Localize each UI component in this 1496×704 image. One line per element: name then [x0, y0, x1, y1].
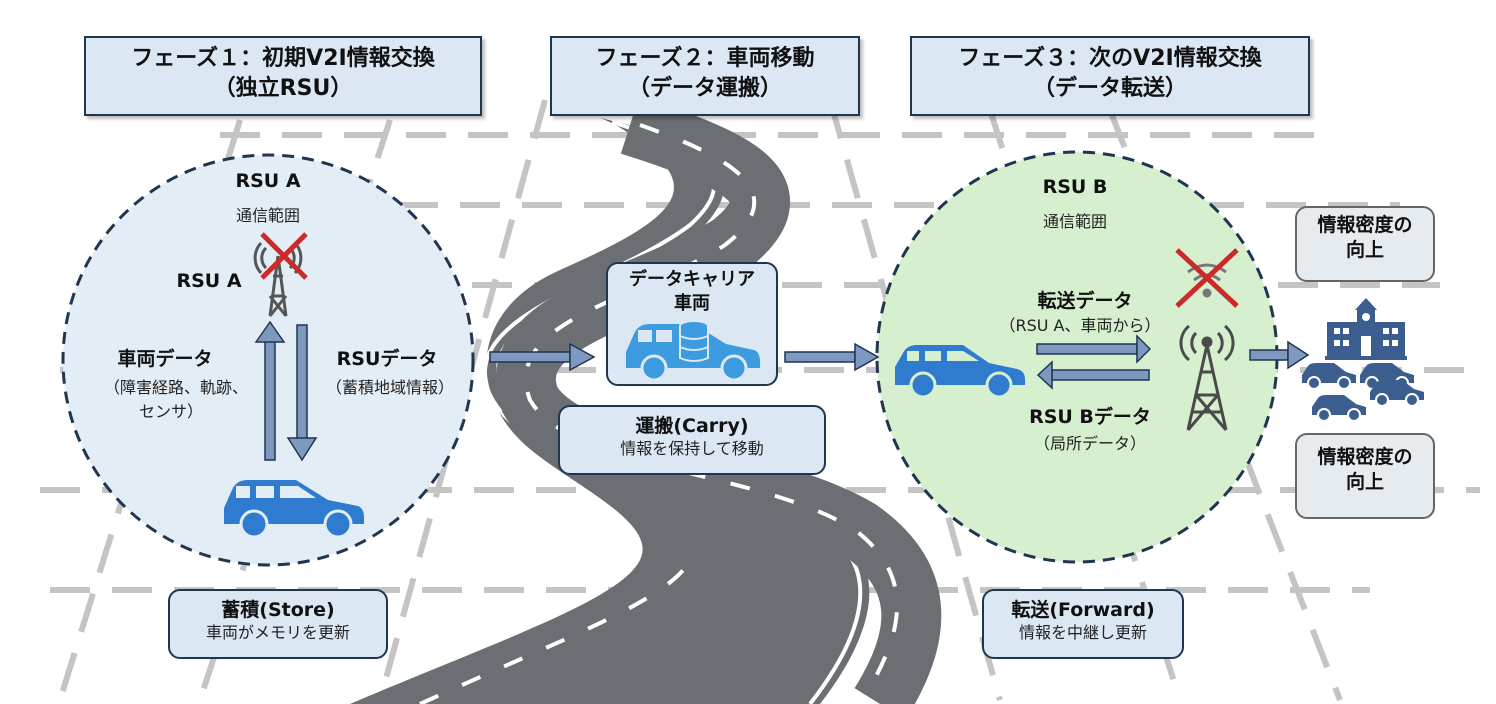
info-density-top-line-1: 情報密度の [1317, 214, 1413, 236]
download-arrow [286, 324, 318, 462]
rsu-b-zone-title: RSU B [1042, 176, 1108, 198]
rsu-b-zone-subtitle: 通信範囲 [1042, 212, 1107, 231]
info-density-box-bottom: 情報密度の 向上 [1295, 433, 1435, 519]
database-icon [679, 320, 709, 362]
info-density-bottom-line-2: 向上 [1345, 471, 1384, 493]
vehicle-data-title: 車両データ [117, 348, 213, 370]
flow-arrow-1 [489, 342, 596, 372]
local-data-title: RSU Bデータ [1029, 406, 1151, 428]
phase-3-title: フェーズ３：次のV2I情報交換 [958, 46, 1262, 71]
rsu-a-zone-subtitle: 通信範囲 [235, 206, 300, 225]
vehicle-data-detail-1: （障害経路、軌跡、 [103, 378, 248, 397]
local-data-detail: （局所データ） [1033, 434, 1146, 453]
carrier-title-2: 車両 [674, 293, 710, 314]
vehicle-cluster-icon [1302, 363, 1424, 422]
phase-2-subtitle: （データ運搬） [627, 76, 782, 101]
flow-arrow-3 [1249, 340, 1310, 370]
disabled-cross-icon [1175, 248, 1239, 308]
phase-3-header: フェーズ３：次のV2I情報交換 （データ転送） [910, 36, 1310, 116]
info-density-box-top: 情報密度の 向上 [1295, 206, 1435, 282]
carry-detail: 情報を保持して移動 [620, 439, 764, 458]
rsu-a-zone-title: RSU A [235, 170, 301, 192]
vehicle-data-detail-2: センサ） [138, 402, 203, 421]
send-arrow [1036, 334, 1152, 364]
flow-arrow-2 [784, 342, 880, 372]
phase-3-subtitle: （データ転送） [1032, 76, 1187, 101]
phase-1-header: フェーズ１：初期V2I情報交換 （独立RSU） [84, 36, 482, 116]
carrier-title-1: データキャリア [629, 269, 755, 290]
store-step-box: 蓄積(Store) 車両がメモリを更新 [168, 589, 388, 659]
phase-1-title: フェーズ１：初期V2I情報交換 [131, 46, 435, 71]
disabled-cross-icon [260, 232, 308, 280]
carry-step-box: 運搬(Carry) 情報を保持して移動 [558, 405, 826, 475]
data-carrier-vehicle-box: データキャリア 車両 [606, 262, 778, 386]
school-building-icon [1325, 298, 1407, 360]
rsu-data-title: RSUデータ [336, 348, 438, 370]
rsu-data-detail: （蓄積地域情報） [325, 378, 454, 397]
store-title: 蓄積(Store) [221, 599, 335, 621]
winding-road [350, 96, 942, 704]
store-detail: 車両がメモリを更新 [205, 623, 350, 642]
info-density-bottom-line-1: 情報密度の [1317, 446, 1413, 468]
rsu-a-tower-icon [253, 241, 303, 317]
vehicle-icon [224, 480, 364, 539]
forward-data-detail: （RSU A、車両から） [999, 316, 1161, 335]
receive-arrow [1036, 360, 1150, 390]
vehicle-icon [895, 345, 1025, 399]
rsu-b-tower-icon [1179, 324, 1235, 431]
carry-title: 運搬(Carry) [635, 415, 749, 437]
wifi-icon [1187, 263, 1227, 298]
phase-2-title: フェーズ２：車両移動 [595, 46, 815, 71]
phase-1-subtitle: （独立RSU） [213, 76, 353, 101]
carrier-vehicle-with-database-icon [626, 320, 760, 380]
upload-arrow [254, 320, 286, 461]
forward-step-box: 転送(Forward) 情報を中継し更新 [982, 589, 1184, 659]
forward-title: 転送(Forward) [1011, 599, 1155, 621]
phase-2-header: フェーズ２：車両移動 （データ運搬） [550, 36, 860, 116]
info-density-top-line-2: 向上 [1345, 239, 1384, 261]
forward-detail: 情報を中継し更新 [1018, 623, 1147, 642]
forward-data-title: 転送データ [1037, 290, 1133, 312]
rsu-a-tower-label: RSU A [176, 270, 242, 292]
